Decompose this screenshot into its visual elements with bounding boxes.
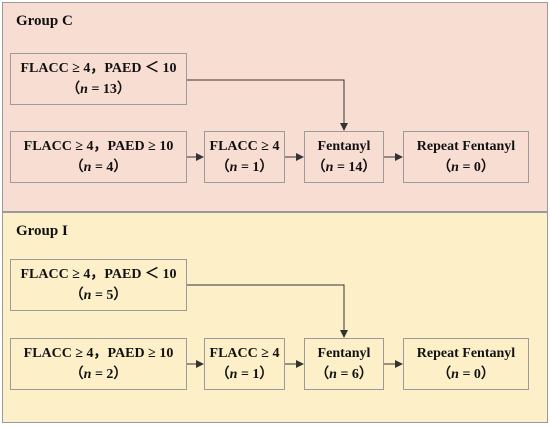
group-i-box-fentanyl: Fentanyl （n = 6）: [304, 338, 384, 390]
box-count: （n = 2）: [69, 367, 128, 382]
arrow-c-top-to-fentanyl: [187, 79, 348, 131]
box-label: FLACC ≥ 4，PAED ＜ 10: [20, 61, 177, 76]
group-c-box-flacc: FLACC ≥ 4 （n = 1）: [204, 131, 285, 183]
box-label: Fentanyl: [317, 139, 371, 154]
box-label: FLACC ≥ 4: [209, 139, 280, 154]
group-i-box-flacc: FLACC ≥ 4 （n = 1）: [204, 338, 285, 390]
box-count: （n = 1）: [215, 160, 274, 175]
arrow-i-top-to-fentanyl: [187, 284, 348, 338]
group-c-box-fentanyl: Fentanyl （n = 14）: [304, 131, 384, 183]
box-label: Repeat Fentanyl: [416, 346, 516, 361]
box-count: （n = 0）: [437, 367, 495, 382]
box-label: FLACC ≥ 4: [209, 346, 280, 361]
box-label: Repeat Fentanyl: [416, 139, 516, 154]
box-count: （n = 5）: [69, 288, 128, 303]
box-count: （n = 1）: [215, 367, 274, 382]
group-c-box-repeat-fentanyl: Repeat Fentanyl （n = 0）: [403, 131, 529, 183]
box-label: FLACC ≥ 4，PAED ≥ 10: [23, 346, 174, 361]
box-count: （n = 13）: [66, 82, 131, 97]
group-c-title: Group C: [16, 13, 73, 29]
group-c-box-flacc-paed-low: FLACC ≥ 4，PAED ＜ 10 （n = 13）: [10, 53, 187, 105]
box-count: （n = 6）: [315, 367, 373, 382]
group-i-title: Group I: [16, 223, 68, 239]
box-label: FLACC ≥ 4，PAED ≥ 10: [23, 139, 174, 154]
box-count: （n = 4）: [69, 160, 128, 175]
group-i-box-flacc-paed-high: FLACC ≥ 4，PAED ≥ 10 （n = 2）: [10, 338, 187, 390]
group-i-box-flacc-paed-low: FLACC ≥ 4，PAED ＜ 10 （n = 5）: [10, 259, 187, 311]
group-i-box-repeat-fentanyl: Repeat Fentanyl （n = 0）: [403, 338, 529, 390]
box-count: （n = 0）: [437, 160, 495, 175]
box-count: （n = 14）: [311, 160, 377, 175]
box-label: FLACC ≥ 4，PAED ＜ 10: [20, 267, 177, 282]
box-label: Fentanyl: [317, 346, 371, 361]
group-c-box-flacc-paed-high: FLACC ≥ 4，PAED ≥ 10 （n = 4）: [10, 131, 187, 183]
